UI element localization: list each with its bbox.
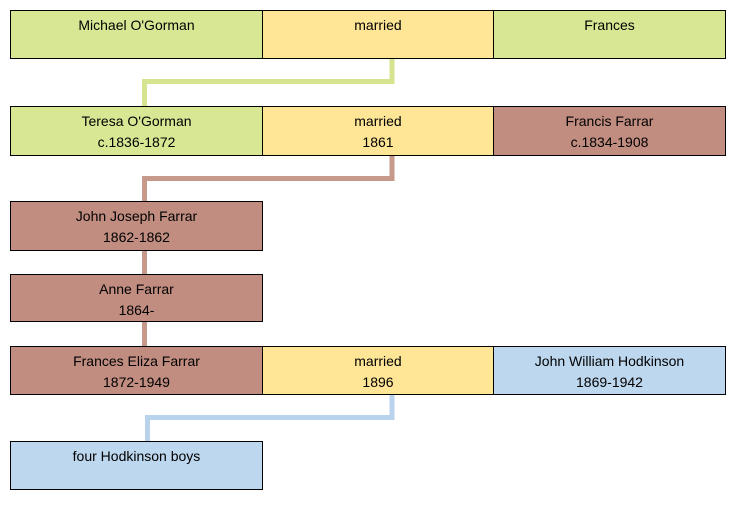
person-box-john-joseph-farrar: John Joseph Farrar 1862-1862 bbox=[10, 201, 263, 251]
person-box-michael-ogorman: Michael O'Gorman bbox=[10, 10, 263, 59]
person-box-john-william-hodkinson: John William Hodkinson 1869-1942 bbox=[493, 346, 726, 395]
connector-marriage3-to-hodkinson-boys bbox=[145, 393, 395, 443]
person-box-frances-eliza-farrar: Frances Eliza Farrar 1872-1949 bbox=[10, 346, 263, 395]
person-box-teresa-ogorman: Teresa O'Gorman c.1836-1872 bbox=[10, 106, 263, 156]
children-summary-box-hodkinson-boys: four Hodkinson boys bbox=[10, 441, 263, 490]
person-box-anne-farrar: Anne Farrar 1864- bbox=[10, 274, 263, 322]
person-name: John William Hodkinson bbox=[534, 353, 685, 369]
marriage-box-gen1: married bbox=[262, 10, 494, 59]
person-dates: c.1836-1872 bbox=[97, 134, 176, 150]
marriage-label: married bbox=[354, 113, 402, 129]
marriage-label: married bbox=[354, 353, 402, 369]
connector-marriage2-to-john-joseph bbox=[142, 153, 395, 203]
person-name: Francis Farrar bbox=[565, 113, 654, 129]
person-name: Teresa O'Gorman bbox=[81, 113, 192, 129]
marriage-box-gen2: married 1861 bbox=[262, 106, 494, 156]
children-summary: four Hodkinson boys bbox=[72, 448, 201, 464]
person-dates: 1869-1942 bbox=[576, 374, 643, 390]
person-dates: 1872-1949 bbox=[103, 374, 170, 390]
person-dates: c.1834-1908 bbox=[570, 134, 649, 150]
marriage-box-gen3: married 1896 bbox=[262, 346, 494, 395]
person-name: John Joseph Farrar bbox=[75, 208, 198, 224]
person-name: Michael O'Gorman bbox=[78, 17, 195, 33]
person-dates: 1862-1862 bbox=[103, 229, 170, 245]
person-name: Frances bbox=[584, 17, 635, 33]
person-box-frances: Frances bbox=[493, 10, 726, 59]
marriage-label: married bbox=[354, 17, 402, 33]
person-name: Anne Farrar bbox=[99, 281, 174, 297]
marriage-year: 1861 bbox=[362, 134, 394, 150]
person-name: Frances Eliza Farrar bbox=[73, 353, 200, 369]
connector-marriage1-to-teresa bbox=[142, 57, 395, 108]
person-box-francis-farrar: Francis Farrar c.1834-1908 bbox=[493, 106, 726, 156]
person-dates: 1864- bbox=[118, 302, 155, 318]
marriage-year: 1896 bbox=[362, 374, 394, 390]
